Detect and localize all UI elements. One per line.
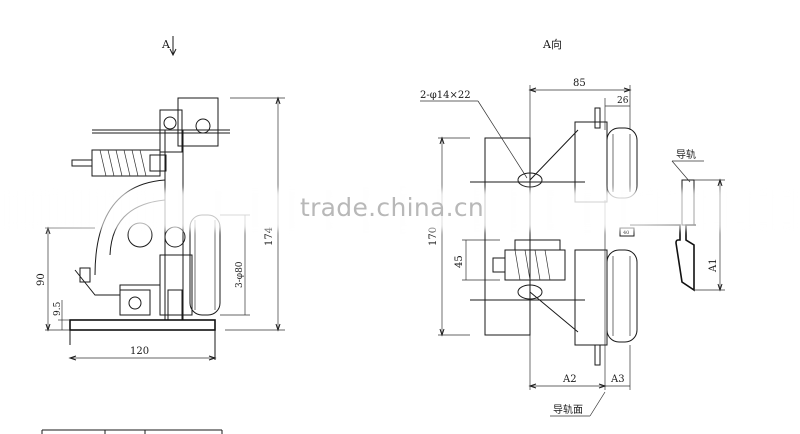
spring-block — [504, 249, 566, 281]
dim-170: 170 — [428, 227, 439, 246]
title-block-fragment — [41, 429, 223, 434]
dim-a2: A2 — [562, 374, 577, 385]
right-view: A向 85 26 2-φ14×22 170 45 — [420, 37, 725, 417]
top-bracket — [177, 97, 219, 147]
label-guide-rail-face: 导轨面 — [553, 403, 583, 416]
view-arrow-head — [169, 48, 177, 57]
view-marker-a: A — [161, 38, 171, 51]
dim-9-5: 9.5 — [53, 301, 63, 316]
upper-roller — [606, 127, 638, 199]
view-title-a: A向 — [542, 37, 562, 51]
dim-90: 90 — [36, 273, 47, 286]
mount-plate — [484, 137, 531, 336]
dim-45: 45 — [454, 255, 465, 268]
dim-a1: A1 — [708, 258, 719, 273]
dim-26: 26 — [617, 96, 629, 106]
lower-roller — [606, 249, 638, 343]
base-plate — [69, 319, 216, 331]
dim-3-phi-80: 3-φ80 — [235, 261, 245, 288]
roller — [189, 214, 221, 316]
label-guide-rail: 导轨 — [676, 148, 696, 161]
dim-120: 120 — [130, 346, 149, 357]
dim-174: 174 — [264, 227, 275, 246]
dim-a3: A3 — [610, 374, 625, 385]
small-mark: 40 — [623, 230, 629, 236]
watermark-band — [0, 190, 800, 230]
watermark-text: trade.china.cn — [300, 193, 485, 222]
dim-85: 85 — [573, 78, 586, 89]
guide-rail — [630, 224, 696, 292]
hole-callout: 2-φ14×22 — [420, 90, 471, 101]
